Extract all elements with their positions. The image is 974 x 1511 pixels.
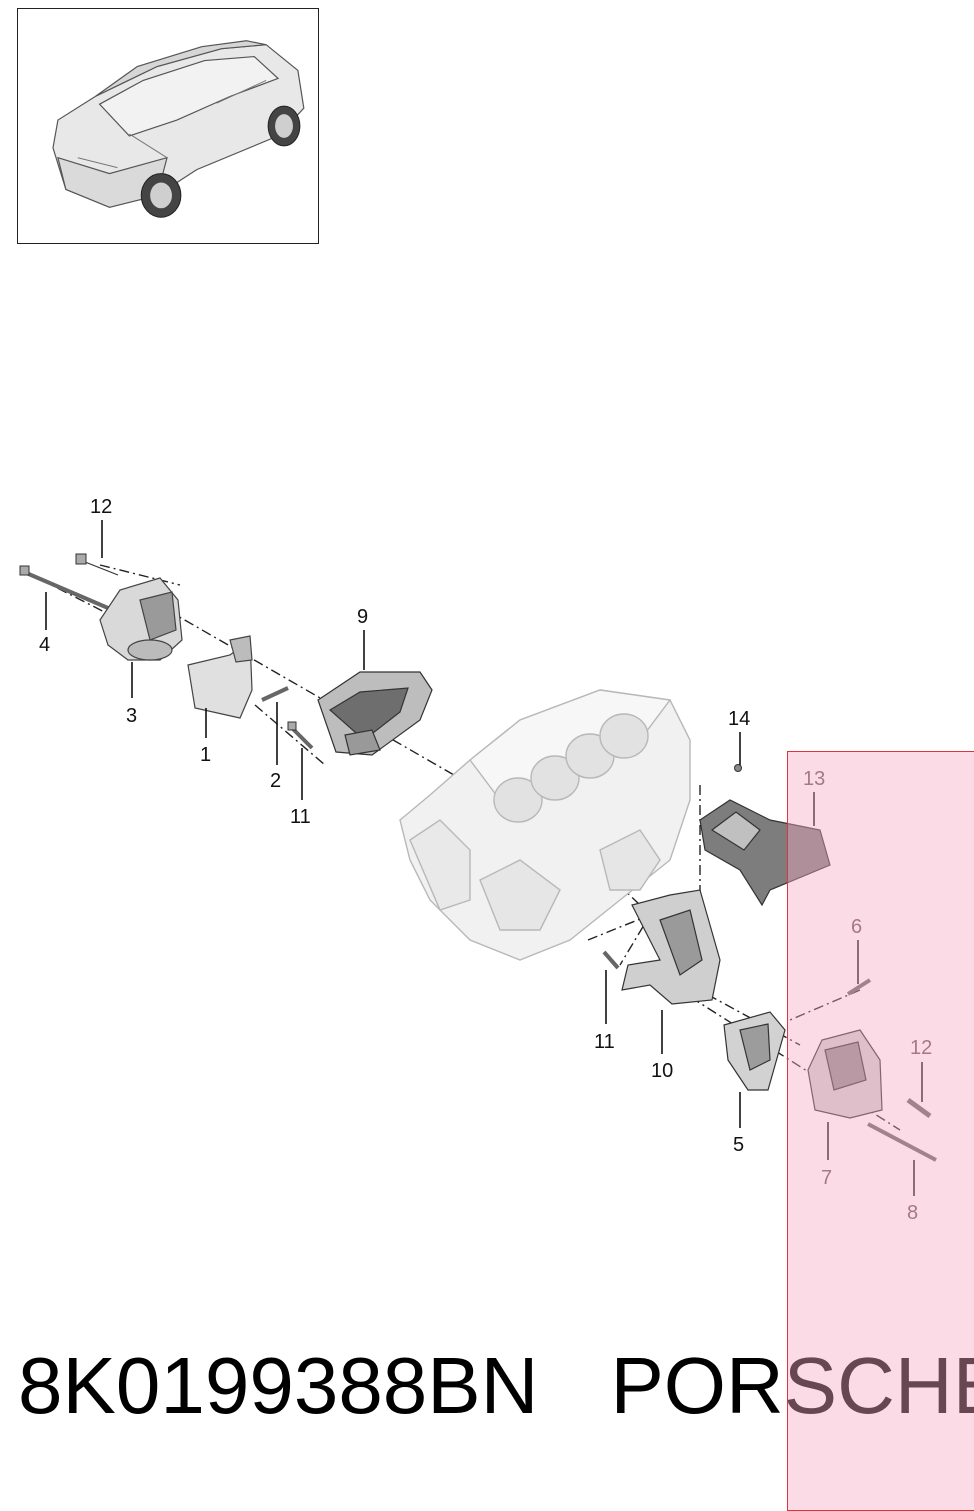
part-4-long-bolt[interactable] bbox=[19, 565, 109, 610]
callout-13: 13 bbox=[803, 768, 825, 790]
part-8-long-bolt[interactable] bbox=[867, 1122, 937, 1162]
callout-labels: 12 4 3 1 2 11 9 14 13 6 12 11 10 5 7 8 bbox=[39, 496, 932, 1224]
callout-14: 14 bbox=[728, 708, 750, 730]
callout-12-left: 12 bbox=[90, 496, 112, 518]
suv-illustration bbox=[52, 40, 305, 218]
part-13-heat-shield[interactable] bbox=[699, 799, 831, 907]
part-12-bolt-left[interactable] bbox=[75, 553, 119, 576]
part-11-bolt-right[interactable] bbox=[602, 950, 620, 970]
callout-11-left: 11 bbox=[290, 806, 311, 828]
leader-lines bbox=[45, 520, 923, 1196]
part-9-support[interactable] bbox=[317, 671, 433, 756]
callout-6: 6 bbox=[851, 916, 862, 938]
footer: 8K0199388BN PORSCHE bbox=[18, 1336, 974, 1446]
vehicle-thumbnail bbox=[17, 8, 319, 244]
callout-4: 4 bbox=[39, 634, 50, 656]
part-7-engine-mount[interactable] bbox=[807, 1029, 883, 1119]
part-1-bracket[interactable] bbox=[187, 635, 253, 719]
callout-1: 1 bbox=[200, 744, 211, 766]
callout-10: 10 bbox=[651, 1060, 673, 1082]
callout-2: 2 bbox=[270, 770, 281, 792]
callout-7: 7 bbox=[821, 1167, 832, 1189]
callout-12-right: 12 bbox=[910, 1037, 932, 1059]
callout-9: 9 bbox=[357, 606, 368, 628]
part-5-bracket[interactable] bbox=[723, 1011, 786, 1091]
part-14-bolt[interactable] bbox=[734, 764, 742, 772]
callout-5: 5 bbox=[733, 1134, 744, 1156]
part-6-bolt[interactable] bbox=[846, 978, 872, 996]
part-11-bolt-left[interactable] bbox=[287, 721, 314, 750]
part-3-engine-mount[interactable] bbox=[99, 577, 183, 661]
engine-block bbox=[399, 689, 691, 961]
callout-8: 8 bbox=[907, 1202, 918, 1224]
brand-name: PORSCHE bbox=[610, 1341, 974, 1430]
callout-11-right: 11 bbox=[594, 1031, 615, 1053]
part-12-bolt-right[interactable] bbox=[906, 1097, 932, 1119]
part-2-bolt[interactable] bbox=[261, 686, 289, 702]
part-number: 8K0199388BN bbox=[18, 1341, 539, 1430]
callout-3: 3 bbox=[126, 705, 137, 727]
part-10-bracket[interactable] bbox=[621, 889, 721, 1005]
